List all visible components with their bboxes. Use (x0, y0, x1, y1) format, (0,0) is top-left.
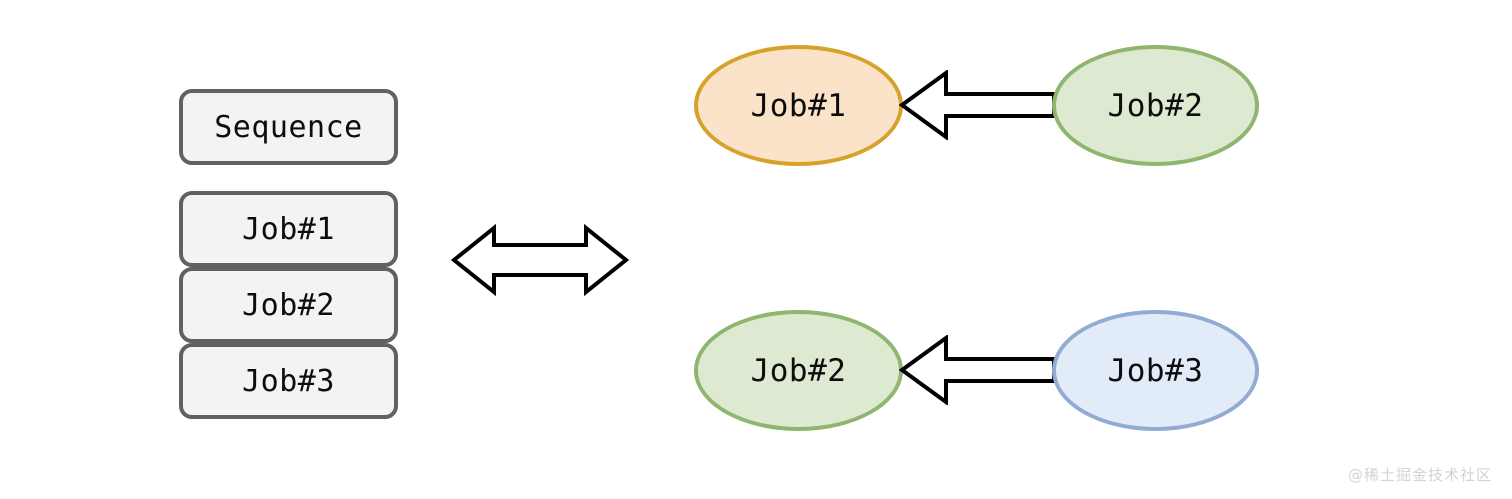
graph-node-job3[interactable]: Job#3 (1052, 310, 1259, 431)
watermark: @稀土掘金技术社区 (1347, 466, 1492, 484)
double-headed-arrow-icon (450, 224, 630, 296)
sequence-title-box[interactable]: Sequence (179, 89, 398, 165)
sequence-item-job2[interactable]: Job#2 (179, 267, 398, 343)
graph-node-job1[interactable]: Job#1 (694, 45, 903, 166)
sequence-item-job1[interactable]: Job#1 (179, 191, 398, 267)
graph-node-job2-target[interactable]: Job#2 (694, 310, 903, 431)
graph-node-job2-source[interactable]: Job#2 (1052, 45, 1259, 166)
block-arrow-left-icon-row1 (899, 70, 1056, 140)
block-arrow-left-icon-row2 (899, 335, 1056, 405)
sequence-item-job3[interactable]: Job#3 (179, 343, 398, 419)
